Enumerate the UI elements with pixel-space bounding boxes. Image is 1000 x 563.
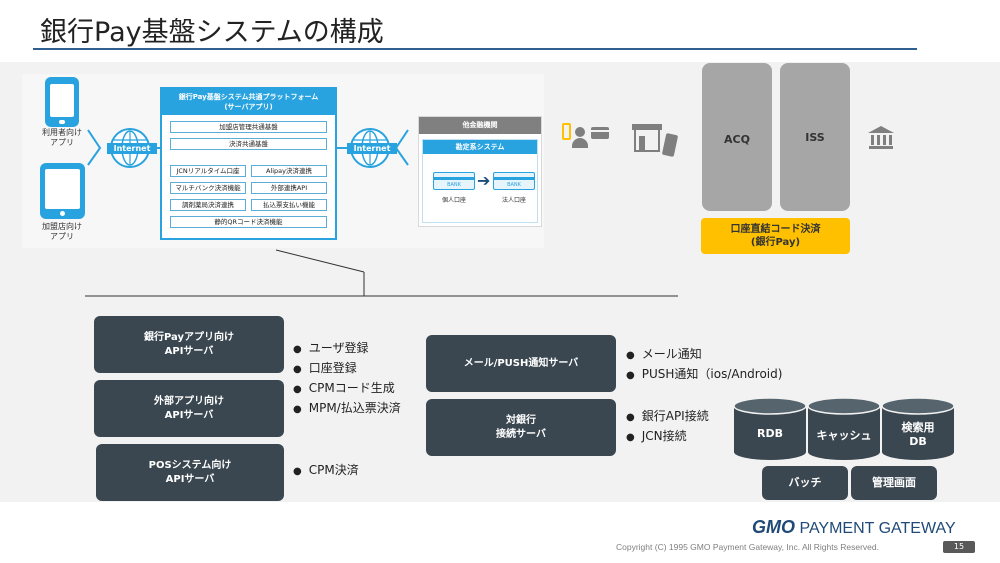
core-banking-system-box: 勘定系システム BANK ➔ BANK 個人口座 法人口座 [422, 139, 538, 223]
api-functions-list: ユーザ登録 口座登録 CPMコード生成 MPM/払込票決済 [293, 339, 401, 419]
bullet-item: 銀行API接続 [626, 407, 709, 427]
bankpay-app-api-server: 銀行Payアプリ向け APIサーバ [94, 316, 284, 373]
platform-title: 銀行Pay基盤システム共通プラットフォーム [178, 93, 319, 101]
bullet-item: 口座登録 [293, 359, 401, 379]
expansion-connector [85, 249, 678, 297]
bullet-item: CPMコード生成 [293, 379, 401, 399]
page-number: 15 [943, 541, 975, 553]
internet-label: Internet [347, 143, 397, 154]
platform-module: 静的QRコード決済機能 [170, 216, 327, 228]
pos-system-api-server: POSシステム向け APIサーバ [96, 444, 284, 501]
bank-connection-functions-list: 銀行API接続 JCN接続 [626, 407, 709, 447]
bullet-item: PUSH通知（ios/Android) [626, 365, 783, 385]
bullet-item: ユーザ登録 [293, 339, 401, 359]
bullet-item: メール通知 [626, 345, 782, 365]
copyright-text: Copyright (C) 1995 GMO Payment Gateway, … [616, 542, 879, 552]
database-cylinders [733, 397, 955, 460]
person-card-icon [562, 121, 610, 153]
internet-globe-icon: Internet [347, 128, 397, 168]
logo-rest: PAYMENT GATEWAY [799, 520, 956, 537]
platform-module: 払込票支払い機能 [251, 199, 327, 211]
iss-label: ISS [805, 131, 825, 144]
page-title: 銀行Pay基盤システムの構成 [40, 17, 384, 48]
platform-module: JCNリアルタイム口座 [170, 165, 246, 177]
platform-module: 加盟店管理共通基盤 [170, 121, 327, 133]
store-terminal-icon [632, 124, 680, 158]
other-financial-institution-box: 他金融機関 勘定系システム BANK ➔ BANK 個人口座 法人口座 [418, 116, 542, 227]
smartphone-icon [45, 77, 79, 127]
bank-building-icon [868, 126, 894, 150]
bank-card-label: BANK [447, 182, 461, 188]
platform-module: 調剤薬局決済連携 [170, 199, 246, 211]
core-banking-title: 勘定系システム [423, 140, 537, 154]
platform-module: マルチバンク決済機能 [170, 182, 246, 194]
bank-card-icon: BANK [493, 172, 535, 190]
admin-screen-box: 管理画面 [851, 466, 937, 500]
iss-pillar: ISS [780, 63, 850, 211]
platform-module: 決済共通基盤 [170, 138, 327, 150]
direct-account-code-payment-box: 口座直結コード決済 (銀行Pay) [701, 218, 850, 254]
bullet-item: CPM決済 [293, 461, 359, 481]
platform-module: 外部連携API [251, 182, 327, 194]
bullet-item: MPM/払込票決済 [293, 399, 401, 419]
external-app-api-server: 外部アプリ向け APIサーバ [94, 380, 284, 437]
acq-label: ACQ [724, 133, 750, 146]
platform-header: 銀行Pay基盤システム共通プラットフォーム (サーバアプリ) [162, 89, 335, 115]
tablet-icon [40, 163, 85, 219]
merchant-app-label: 加盟店向け アプリ [42, 222, 82, 241]
bank-card-label: BANK [507, 182, 521, 188]
pos-functions-list: CPM決済 [293, 461, 359, 481]
title-underline [33, 48, 917, 50]
mail-push-notification-server: メール/PUSH通知サーバ [426, 335, 616, 392]
logo-gmo: GMO [752, 517, 795, 537]
gmo-payment-gateway-logo: GMO PAYMENT GATEWAY [752, 517, 956, 538]
arrow-right-icon: ➔ [477, 171, 491, 190]
common-platform-box: 銀行Pay基盤システム共通プラットフォーム (サーバアプリ) 加盟店管理共通基盤… [160, 87, 337, 240]
search-db-label: 検索用 DB [901, 421, 935, 448]
platform-subtitle: (サーバアプリ) [224, 103, 273, 111]
account-from-label: 個人口座 [441, 197, 466, 204]
cache-label: キャッシュ [816, 429, 872, 442]
user-app-label: 利用者向け アプリ [42, 128, 82, 147]
bullet-item: JCN接続 [626, 427, 709, 447]
finance-title: 他金融機関 [419, 117, 541, 134]
acq-pillar: ACQ [702, 63, 772, 211]
internet-globe-icon: Internet [107, 128, 157, 168]
internet-label: Internet [107, 143, 157, 154]
notification-functions-list: メール通知 PUSH通知（ios/Android) [626, 345, 783, 385]
rdb-label: RDB [757, 427, 783, 440]
bank-connection-server: 対銀行 接続サーバ [426, 399, 616, 456]
bank-card-icon: BANK [433, 172, 475, 190]
batch-box: バッチ [762, 466, 848, 500]
platform-module: Alipay決済連携 [251, 165, 327, 177]
account-to-label: 法人口座 [501, 197, 526, 204]
